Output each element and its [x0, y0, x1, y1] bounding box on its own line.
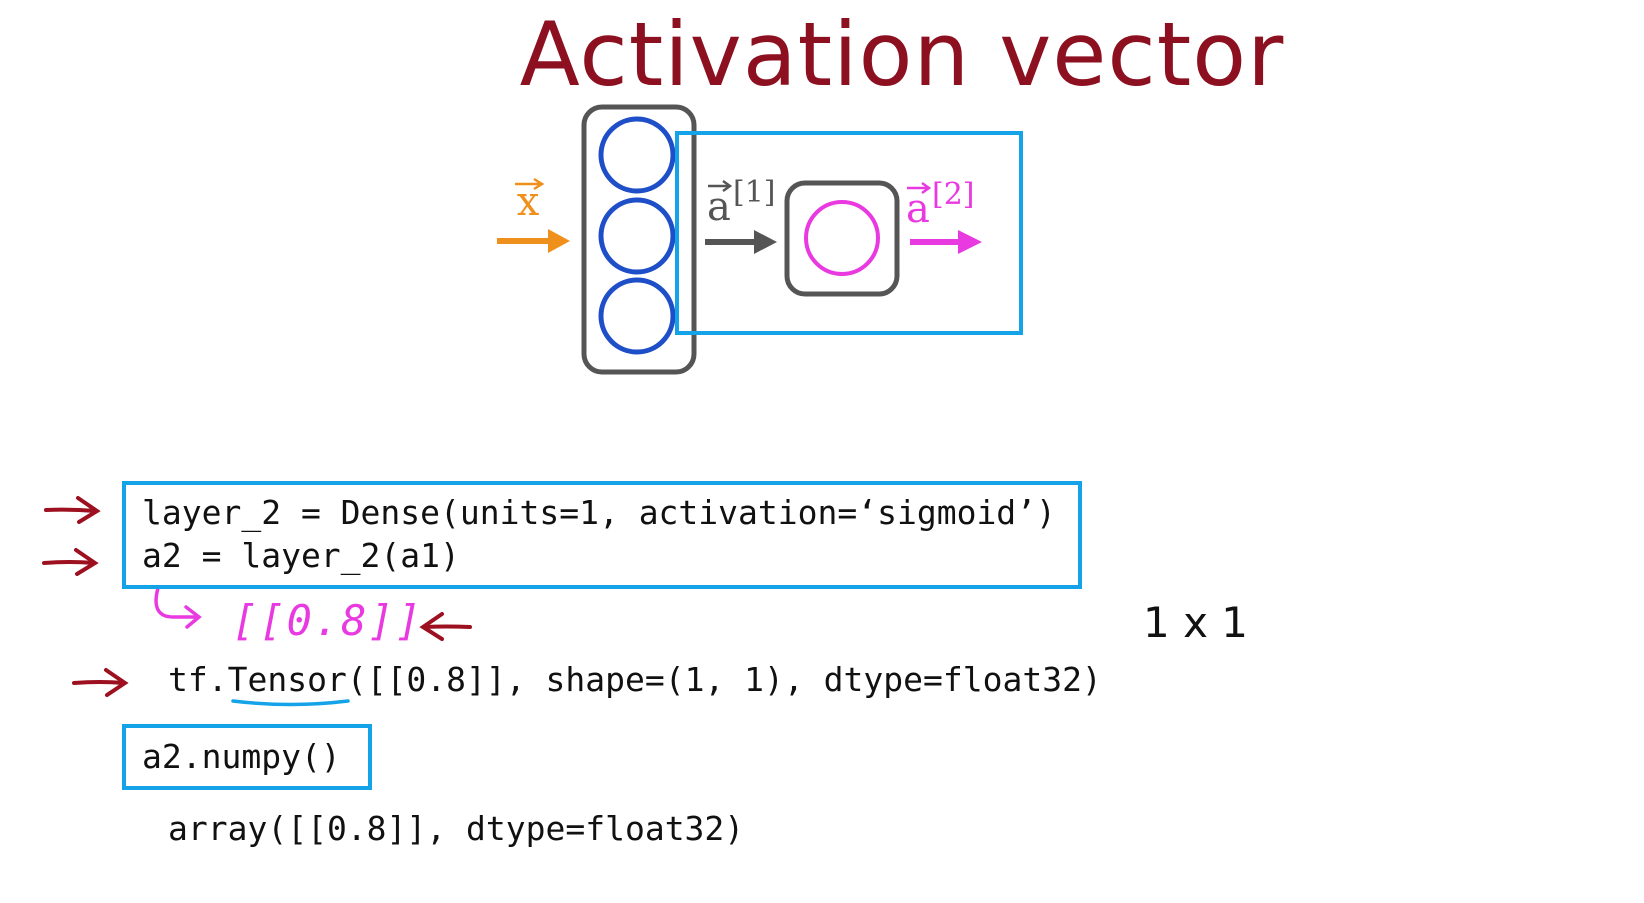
handwritten-value-annotation: [[0.8]] [232, 596, 424, 645]
tensor-prefix: tf. [168, 660, 228, 699]
tensor-rest: ([[0.8]], shape=(1, 1), dtype=float32) [346, 660, 1102, 699]
shape-dimension-label: 1 x 1 [1143, 598, 1248, 647]
output-arrow-icon [910, 230, 982, 254]
magenta-hook-arrow-icon [154, 586, 202, 629]
code-box-numpy [122, 724, 372, 790]
red-pointer-arrow-icon [44, 496, 101, 524]
output-neuron [804, 200, 880, 276]
tensor-word: Tensor [227, 660, 347, 699]
vector-arrow-icon [515, 177, 545, 191]
layer-1-neuron [598, 116, 676, 194]
hidden-activation-superscript: [1] [733, 175, 776, 210]
code-line-call: a2 = layer_2(a1) [142, 536, 460, 575]
tensor-underline [231, 699, 350, 707]
code-line-numpy: a2.numpy() [142, 737, 341, 776]
red-pointer-left-arrow-icon [419, 612, 472, 641]
output-activation-label: a [906, 186, 930, 232]
red-pointer-arrow-icon [72, 668, 129, 697]
layer-1-neuron [598, 197, 676, 275]
layer-2-highlight-box [675, 131, 1023, 335]
output-activation-superscript: [2] [932, 177, 975, 212]
page-title: Activation vector [519, 3, 1285, 106]
code-box-layer [122, 481, 1082, 589]
red-pointer-arrow-icon [42, 548, 99, 576]
input-arrow-icon [497, 229, 570, 253]
layer-2-box [784, 180, 900, 297]
input-x-label: x [517, 179, 540, 225]
hidden-activation-label: a [707, 184, 731, 230]
code-line-array-result: array([[0.8]], dtype=float32) [168, 809, 745, 848]
vector-arrow-icon [907, 181, 932, 195]
code-line-dense: layer_2 = Dense(units=1, activation=‘sig… [142, 493, 1056, 532]
layer-1-neuron [598, 277, 676, 355]
code-line-tensor: tf.Tensor([[0.8]], shape=(1, 1), dtype=f… [168, 658, 1102, 702]
layer-1-box [581, 104, 697, 375]
hidden-arrow-icon [705, 230, 777, 254]
vector-arrow-icon [708, 179, 733, 193]
